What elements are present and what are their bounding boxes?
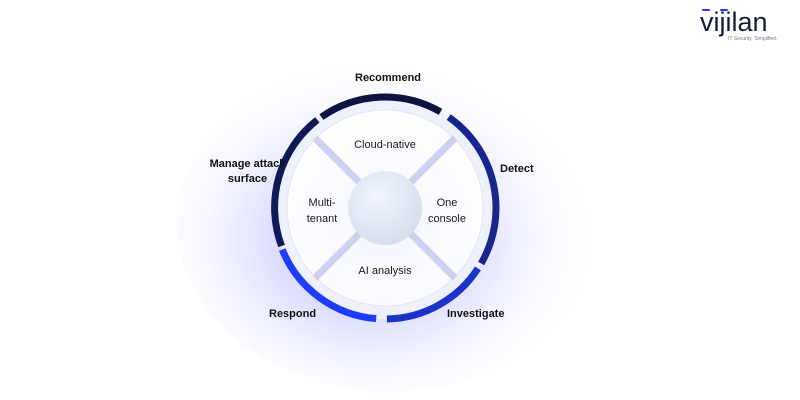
arc-respond [279,248,377,323]
center-hub [348,171,422,245]
logo-accent-bar [702,9,710,11]
quadrant-label-one-console: One console [428,197,466,225]
stage-label-investigate: Investigate [447,308,505,320]
arc-investigate [386,266,481,323]
spoke-bottom-right [407,230,458,281]
stage-label-respond: Respond [269,308,317,320]
logo-wordmark: vijilan [700,7,768,37]
stage-label-recommend: Recommend [355,72,422,84]
vijilan-logo: vijilan IT Security. Simplified. [698,6,788,46]
spoke-top-right [407,135,458,186]
logo-accent-bar [720,9,728,11]
quadrant-label-ai-analysis: AI analysis [358,265,412,277]
quadrant-label-cloud-native: Cloud-native [354,139,416,151]
spokes [312,135,458,281]
stage-label-manage-attack-surface: Manage attack surface [209,158,286,185]
quadrant-label-multi-tenant: Multi-tenant [306,197,338,225]
arc-recommend [319,93,443,120]
spoke-top-left [312,135,363,186]
spoke-bottom-left [312,230,363,281]
arc-detect [446,114,500,266]
arc-manage [271,117,320,248]
stage-label-detect: Detect [500,163,534,175]
logo-tagline: IT Security. Simplified. [728,36,778,42]
